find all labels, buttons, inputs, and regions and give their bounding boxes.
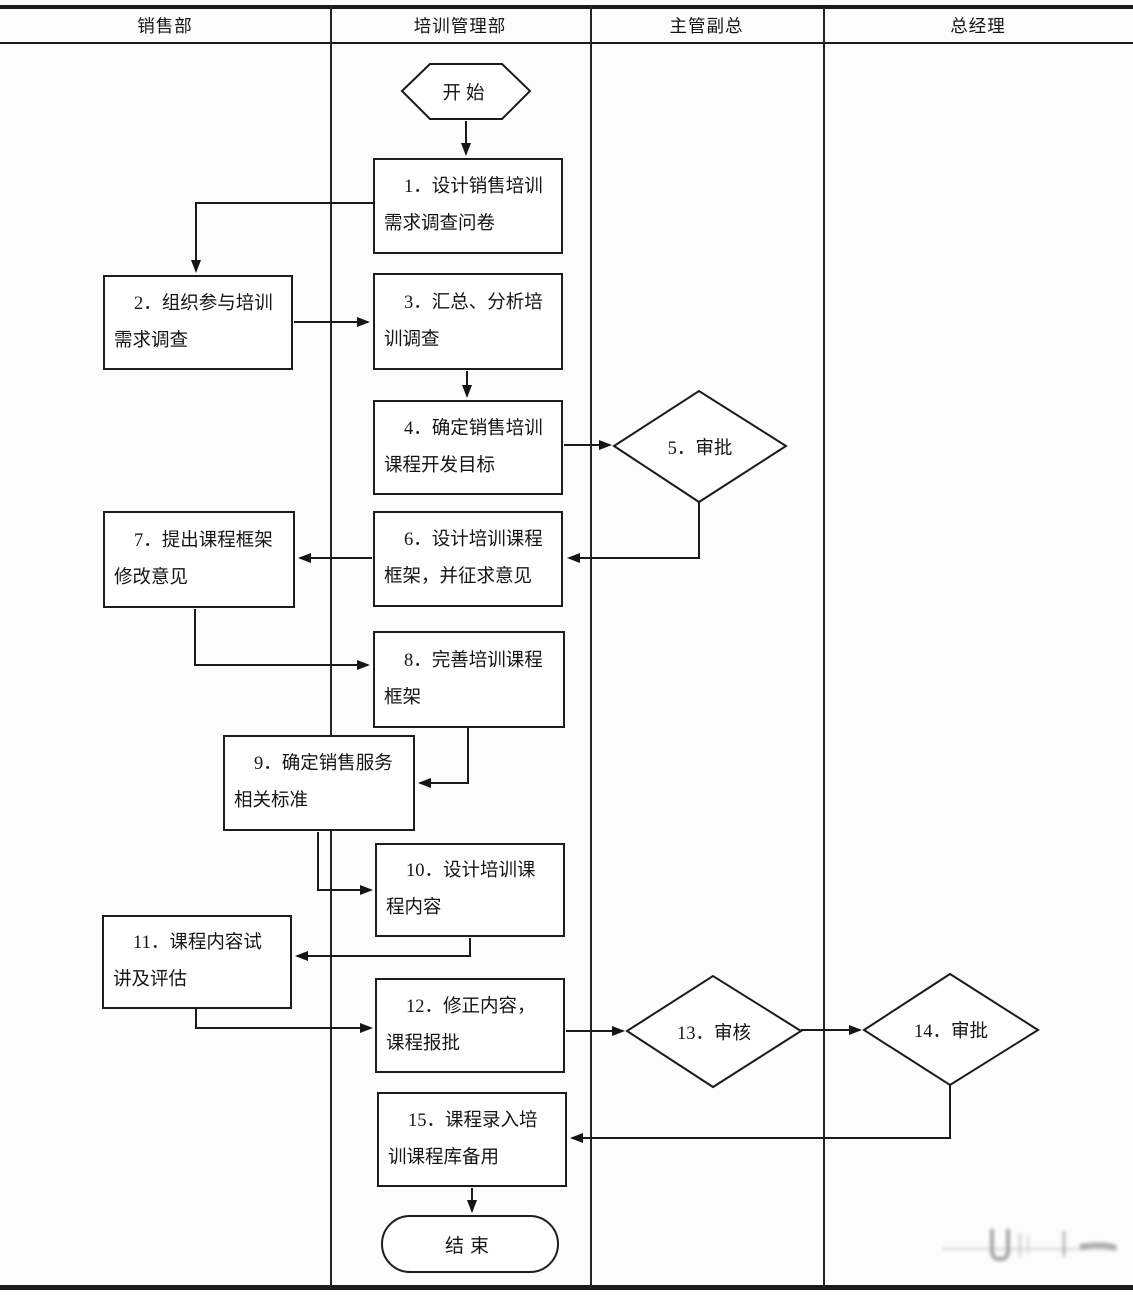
flow-10-to-11 bbox=[295, 938, 471, 961]
decision-5-diamond bbox=[612, 389, 788, 504]
step-12-line-1: 12．修正内容， bbox=[406, 996, 536, 1017]
step-4-line-1: 4．确定销售培训 bbox=[404, 418, 543, 439]
decision-14-diamond bbox=[862, 972, 1040, 1087]
step-2-line-1: 2．组织参与培训 bbox=[134, 293, 273, 314]
step-7-line-1: 7．提出课程框架 bbox=[134, 530, 273, 551]
lane-divider-1 bbox=[330, 6, 332, 1288]
step-12-box: 12．修正内容， 课程报批 bbox=[375, 978, 565, 1073]
step-3-line-2: 训调查 bbox=[384, 329, 440, 350]
lane-header-training: 培训管理部 bbox=[413, 15, 507, 36]
decision-14-label: 14．审批 bbox=[913, 1021, 988, 1042]
start-node-label: 开始 bbox=[442, 83, 490, 104]
step-8-line-1: 8．完善培训课程 bbox=[404, 650, 543, 671]
step-6-line-2: 框架，并征求意见 bbox=[384, 567, 533, 587]
lane-header-sales: 销售部 bbox=[137, 15, 193, 36]
step-9-line-2: 相关标准 bbox=[234, 791, 309, 811]
step-7-line-2: 修改意见 bbox=[114, 567, 189, 588]
step-12-line-2: 课程报批 bbox=[386, 1033, 461, 1054]
step-1-line-2: 需求调查问卷 bbox=[384, 214, 496, 234]
flow-14-to-15 bbox=[570, 1085, 951, 1143]
decision-5-label: 5．审批 bbox=[667, 438, 733, 459]
step-6-box: 6．设计培训课程 框架，并征求意见 bbox=[373, 511, 563, 607]
lane-header-gm: 总经理 bbox=[950, 15, 1006, 36]
lane-divider-2 bbox=[590, 6, 592, 1288]
lane-header-vp: 主管副总 bbox=[669, 15, 744, 36]
flow-9-to-10 bbox=[317, 832, 373, 895]
step-9-box: 9．确定销售服务 相关标准 bbox=[223, 735, 415, 831]
step-3-line-1: 3．汇总、分析培 bbox=[404, 292, 543, 313]
bottom-border-line bbox=[0, 1285, 1133, 1290]
flow-1-to-2 bbox=[191, 202, 374, 273]
header-separator-line bbox=[0, 42, 1133, 44]
step-11-line-1: 11．课程内容试 bbox=[133, 933, 262, 953]
step-2-box: 2．组织参与培训 需求调查 bbox=[103, 275, 293, 370]
step-3-box: 3．汇总、分析培 训调查 bbox=[373, 273, 563, 370]
lane-divider-3 bbox=[823, 6, 825, 1288]
flow-11-to-12 bbox=[195, 1009, 373, 1033]
step-11-line-2: 讲及评估 bbox=[113, 970, 188, 990]
flow-8-to-9 bbox=[418, 728, 469, 788]
flow-5-to-6 bbox=[567, 502, 700, 563]
step-10-box: 10．设计培训课 程内容 bbox=[375, 843, 565, 937]
step-15-line-1: 15．课程录入培 bbox=[408, 1110, 538, 1131]
step-15-line-2: 训课程库备用 bbox=[388, 1147, 500, 1168]
step-1-line-1: 1．设计销售培训 bbox=[404, 177, 543, 197]
step-10-line-2: 程内容 bbox=[386, 898, 442, 918]
step-6-line-1: 6．设计培训课程 bbox=[404, 530, 543, 550]
top-border-line bbox=[0, 5, 1133, 9]
step-11-box: 11．课程内容试 讲及评估 bbox=[102, 915, 292, 1009]
flow-7-to-8 bbox=[194, 609, 370, 670]
step-9-line-1: 9．确定销售服务 bbox=[254, 754, 393, 774]
step-15-box: 15．课程录入培 训课程库备用 bbox=[377, 1092, 567, 1187]
step-1-box: 1．设计销售培训 需求调查问卷 bbox=[373, 158, 563, 254]
step-2-line-2: 需求调查 bbox=[114, 330, 189, 351]
start-hexagon bbox=[400, 63, 532, 120]
step-10-line-1: 10．设计培训课 bbox=[406, 861, 536, 881]
step-4-line-2: 课程开发目标 bbox=[384, 455, 496, 476]
step-4-box: 4．确定销售培训 课程开发目标 bbox=[373, 400, 563, 495]
step-7-box: 7．提出课程框架 修改意见 bbox=[103, 511, 295, 608]
end-node: 结束 bbox=[381, 1215, 559, 1273]
end-node-label: 结束 bbox=[444, 1235, 495, 1257]
decision-13-label: 13．审核 bbox=[676, 1023, 751, 1044]
step-8-box: 8．完善培训课程 框架 bbox=[373, 631, 565, 728]
step-8-line-2: 框架 bbox=[384, 687, 422, 708]
